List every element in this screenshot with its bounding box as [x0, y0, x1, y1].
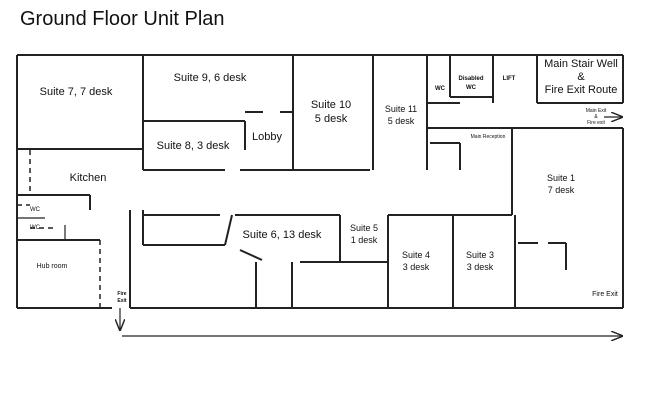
label-wc-left-1: WC: [30, 207, 41, 213]
outer-walls: [16, 54, 624, 309]
label-suite9: Suite 9, 6 desk: [174, 72, 247, 84]
label-hub-room: Hub room: [37, 263, 68, 270]
exit-arrows: [120, 117, 622, 336]
lower-rooms: [142, 210, 516, 308]
label-wc-top: WC: [435, 86, 446, 92]
suite1-walls: [453, 128, 567, 270]
label-wc-left-2: WC: [30, 225, 41, 231]
label-kitchen: Kitchen: [70, 172, 107, 184]
label-main-reception: Main Reception: [471, 134, 506, 140]
label-lobby: Lobby: [252, 131, 282, 143]
label-suite8: Suite 8, 3 desk: [157, 140, 230, 152]
label-stair: Main Stair Well&Fire Exit Route: [544, 58, 618, 96]
label-suite7: Suite 7, 7 desk: [40, 86, 113, 98]
left-rooms: [17, 150, 131, 308]
label-suite6: Suite 6, 13 desk: [243, 229, 322, 241]
top-rooms: [17, 55, 623, 171]
plan-title: Ground Floor Unit Plan: [20, 8, 225, 30]
label-main-exit: Main Exit&Fire exit: [586, 108, 607, 126]
label-lift: LIFT: [503, 76, 516, 82]
label-fire-exit-right: Fire Exit: [592, 291, 618, 298]
